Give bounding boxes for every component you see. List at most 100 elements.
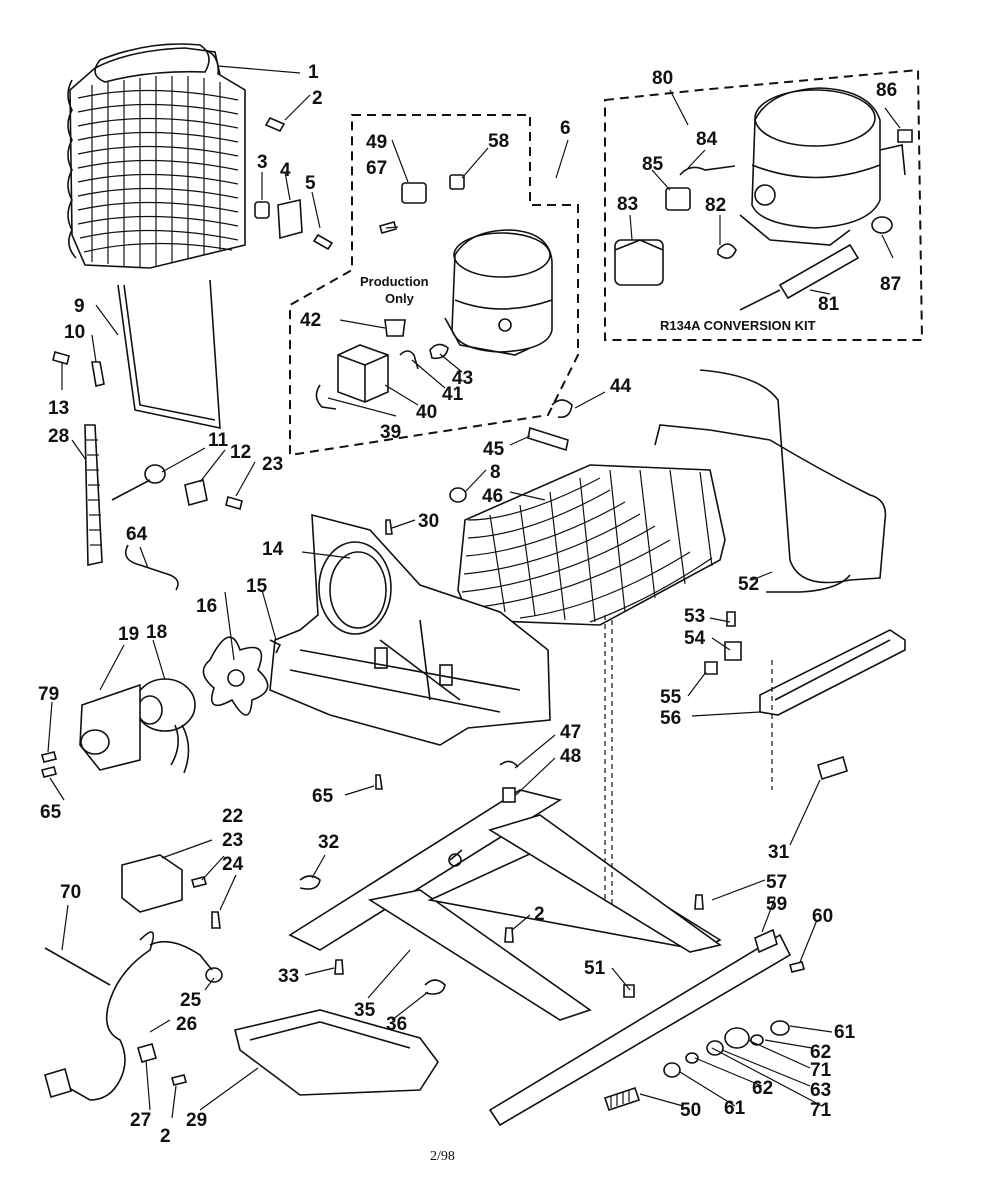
callout-53: 53 (684, 606, 705, 627)
grommet-8-drawing (449, 487, 467, 503)
spring-50-drawing (603, 1086, 641, 1112)
callout-3: 3 (257, 152, 268, 173)
callout-83: 83 (617, 194, 638, 215)
callout-52: 52 (738, 574, 759, 595)
callout-18: 18 (146, 622, 167, 643)
callout-32: 32 (318, 832, 339, 853)
part-54-drawing (724, 641, 742, 661)
callout-41: 41 (442, 384, 464, 405)
callout-23b: 23 (222, 830, 243, 851)
drain-pan-29-drawing (234, 1009, 439, 1096)
part-12-drawing (184, 478, 208, 507)
callout-44: 44 (610, 376, 632, 397)
callout-27: 27 (130, 1110, 151, 1131)
wire-70-drawing (44, 947, 111, 986)
callout-2: 2 (312, 88, 323, 109)
page-code: 2/98 (430, 1149, 455, 1164)
callout-43: 43 (452, 368, 473, 389)
conversion-kit-label: R134A CONVERSION KIT (660, 318, 816, 333)
callout-26: 26 (176, 1014, 197, 1035)
drier-81-drawing (778, 243, 860, 300)
callout-22: 22 (222, 806, 243, 827)
callout-31: 31 (768, 842, 790, 863)
clamp-27-drawing (137, 1043, 157, 1063)
callout-65b: 65 (312, 786, 334, 807)
callout-30: 30 (418, 511, 439, 532)
production-only-note-line1: Production (360, 274, 429, 289)
part-47-drawing (499, 760, 519, 768)
part-86-drawing (897, 129, 913, 143)
screw-53-drawing (726, 611, 736, 627)
callout-46: 46 (482, 486, 503, 507)
part-2a-drawing (264, 116, 286, 133)
part-25-drawing (205, 967, 223, 983)
screw-33-drawing (334, 959, 344, 975)
clip-39-drawing (315, 384, 337, 410)
drier-45-drawing (527, 426, 569, 452)
callout-40: 40 (416, 402, 437, 423)
callout-28: 28 (48, 426, 69, 447)
callout-35: 35 (354, 1000, 376, 1021)
callout-11: 11 (208, 430, 229, 451)
callout-71b: 71 (810, 1100, 832, 1121)
callout-51: 51 (584, 958, 606, 979)
callout-50: 50 (680, 1100, 701, 1121)
callout-2c: 2 (160, 1126, 171, 1147)
callout-29: 29 (186, 1110, 207, 1131)
callout-54: 54 (684, 628, 706, 649)
callout-62a: 62 (810, 1042, 831, 1063)
screw-30-drawing (385, 519, 393, 535)
callout-15: 15 (246, 576, 268, 597)
valve-parts-drawing (663, 1020, 790, 1078)
callout-65a: 65 (40, 802, 62, 823)
fan-blade-16-drawing (202, 636, 269, 716)
callout-4: 4 (280, 160, 291, 181)
part-82-drawing (717, 243, 737, 259)
part-41-drawing (399, 350, 419, 370)
part-23a-drawing (225, 496, 243, 510)
callout-23a: 23 (262, 454, 283, 475)
screw-2b-drawing (504, 927, 514, 943)
leader-lines (47, 65, 901, 1119)
part-13-drawing (52, 351, 70, 365)
tube-28-drawing (84, 424, 103, 566)
compressor-kit-drawing (739, 87, 906, 246)
callout-84: 84 (696, 129, 718, 150)
motor-mount-19-drawing (79, 683, 141, 771)
grommet-87-drawing (871, 216, 893, 234)
callout-25: 25 (180, 990, 202, 1011)
fan-motor-18-drawing (134, 678, 196, 774)
bracket-22-drawing (121, 854, 183, 913)
part-51-drawing (623, 984, 635, 998)
callout-5: 5 (305, 173, 316, 194)
callout-61b: 61 (724, 1098, 746, 1119)
compressor-production-drawing (444, 229, 553, 356)
part-11-drawing (144, 464, 166, 484)
part-42-drawing (384, 319, 406, 337)
callout-70: 70 (60, 882, 81, 903)
callout-6: 6 (560, 118, 571, 139)
callout-48: 48 (560, 746, 581, 767)
screw-79-drawing (41, 751, 57, 763)
part-43-drawing (429, 343, 449, 360)
base-frame-drawing (288, 615, 792, 1127)
part-55-drawing (704, 661, 718, 675)
callout-57: 57 (766, 872, 787, 893)
screw-57-drawing (694, 894, 704, 910)
callout-19: 19 (118, 624, 139, 645)
conversion-kit-group-outline (604, 68, 924, 341)
callout-58: 58 (488, 131, 509, 152)
screw-60-drawing (789, 961, 805, 973)
relay-49-drawing (401, 182, 427, 204)
callout-45: 45 (483, 439, 505, 460)
callout-9: 9 (74, 296, 85, 317)
callout-59: 59 (766, 894, 787, 915)
part-36-drawing (424, 979, 446, 995)
production-only-group-outline (289, 114, 579, 457)
callout-12: 12 (230, 442, 251, 463)
part-48-drawing (502, 787, 516, 803)
part-58-drawing (449, 174, 465, 190)
tubing-52-drawing (654, 369, 887, 584)
callout-labels: 1 2 3 4 5 6 49 67 58 80 84 85 86 83 82 8… (38, 62, 901, 1147)
fan-bracket-14-drawing (269, 513, 551, 746)
